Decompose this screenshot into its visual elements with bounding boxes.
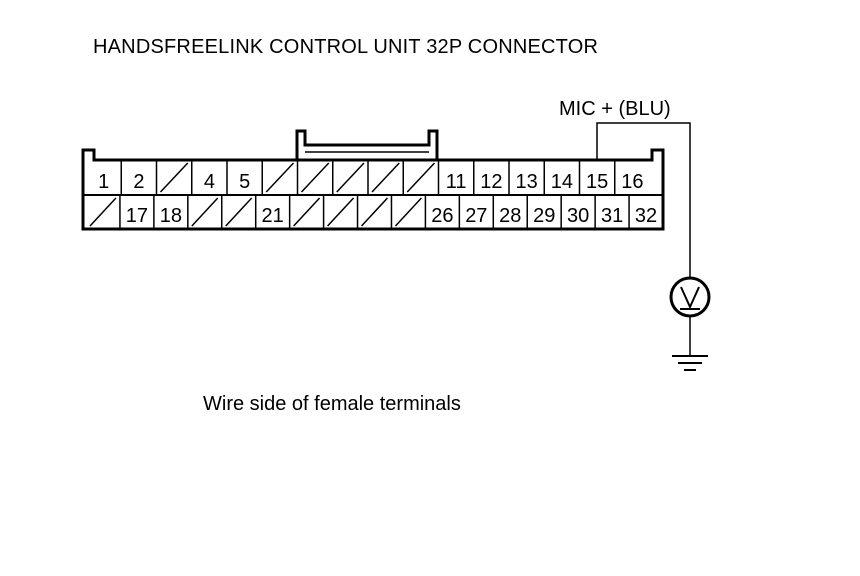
bottom-row-cavity: 21 — [254, 195, 284, 229]
top-row-cavity — [155, 160, 189, 195]
top-row-cavity: 5 — [226, 160, 250, 195]
bottom-row-cavity — [322, 195, 355, 229]
terminal-number: 13 — [516, 171, 538, 193]
top-row-cavity — [332, 160, 365, 195]
bottom-row-cavity: 27 — [458, 195, 487, 229]
diagram-title: HANDSFREELINK CONTROL UNIT 32P CONNECTOR — [93, 36, 599, 58]
top-row-cavity: 15 — [578, 160, 608, 195]
ground-symbol-icon — [672, 355, 708, 371]
terminal-number: 30 — [567, 205, 589, 227]
bottom-row-cavity: 17 — [119, 195, 148, 229]
bottom-row-cavity — [187, 195, 219, 229]
terminal-number: 26 — [431, 205, 453, 227]
terminal-number: 28 — [499, 205, 521, 227]
unused-terminal-slash — [191, 197, 219, 227]
terminal-number: 17 — [126, 205, 148, 227]
terminal-number: 1 — [98, 171, 109, 193]
terminal-number: 4 — [204, 171, 215, 193]
terminal-number: 16 — [621, 171, 643, 193]
terminal-number: 5 — [239, 171, 250, 193]
connector-bottom-row: 17 18 21 26 27 28 29 30 31 32 — [89, 195, 657, 229]
top-row-cavity: 1 — [98, 171, 109, 193]
top-row-cavity — [261, 160, 295, 195]
dc-voltmeter-icon — [669, 276, 711, 318]
terminal-number: 2 — [133, 171, 144, 193]
diagram-caption: Wire side of female terminals — [203, 393, 461, 415]
bottom-row-cavity: 28 — [492, 195, 521, 229]
unused-terminal-slash — [300, 162, 330, 193]
bottom-row-cavity — [356, 195, 389, 229]
top-row-cavity: 13 — [508, 160, 538, 195]
bottom-row-cavity — [390, 195, 422, 229]
terminal-number: 11 — [446, 171, 467, 193]
unused-terminal-slash — [327, 197, 355, 227]
terminal-number: 12 — [480, 171, 502, 193]
unused-terminal-slash — [336, 162, 365, 193]
bottom-row-cavity — [288, 195, 321, 229]
top-row-cavity: 16 — [614, 160, 644, 195]
bottom-row-cavity — [221, 195, 253, 229]
top-row-cavity: 14 — [543, 160, 573, 195]
top-row-cavity: 4 — [191, 160, 215, 195]
terminal-number: 29 — [533, 205, 555, 227]
terminal-number: 31 — [601, 205, 623, 227]
bottom-row-cavity — [89, 197, 117, 227]
unused-terminal-slash — [89, 197, 117, 227]
terminal-number: 27 — [465, 205, 487, 227]
unused-terminal-slash — [371, 162, 400, 193]
unused-terminal-slash — [159, 162, 189, 193]
top-row-cavity: 11 — [437, 160, 467, 195]
unused-terminal-slash — [406, 162, 436, 193]
bottom-row-cavity: 31 — [594, 195, 623, 229]
top-row-cavity — [296, 160, 330, 195]
terminal-number: 14 — [551, 171, 573, 193]
top-row-cavity: 2 — [120, 160, 144, 195]
bottom-row-cavity: 29 — [526, 195, 555, 229]
unused-terminal-slash — [265, 162, 295, 193]
unused-terminal-slash — [225, 197, 253, 227]
connector-lock-tab — [295, 129, 439, 160]
terminal-number: 21 — [262, 205, 284, 227]
unused-terminal-slash — [394, 197, 422, 227]
probe-wire — [596, 122, 691, 279]
bottom-row-cavity: 18 — [153, 195, 182, 229]
bottom-row-cavity: 30 — [560, 195, 589, 229]
unused-terminal-slash — [293, 197, 321, 227]
probe-label: MIC + (BLU) — [559, 98, 671, 120]
top-row-cavity: 12 — [473, 160, 503, 195]
connector-housing — [81, 148, 665, 231]
terminal-number: 15 — [586, 171, 608, 193]
terminal-number: 32 — [635, 205, 657, 227]
terminal-number: 18 — [160, 205, 182, 227]
unused-terminal-slash — [360, 197, 389, 227]
bottom-row-cavity: 26 — [424, 195, 454, 229]
bottom-row-cavity: 32 — [628, 195, 657, 229]
top-row-cavity — [402, 160, 436, 195]
top-row-cavity — [367, 160, 400, 195]
